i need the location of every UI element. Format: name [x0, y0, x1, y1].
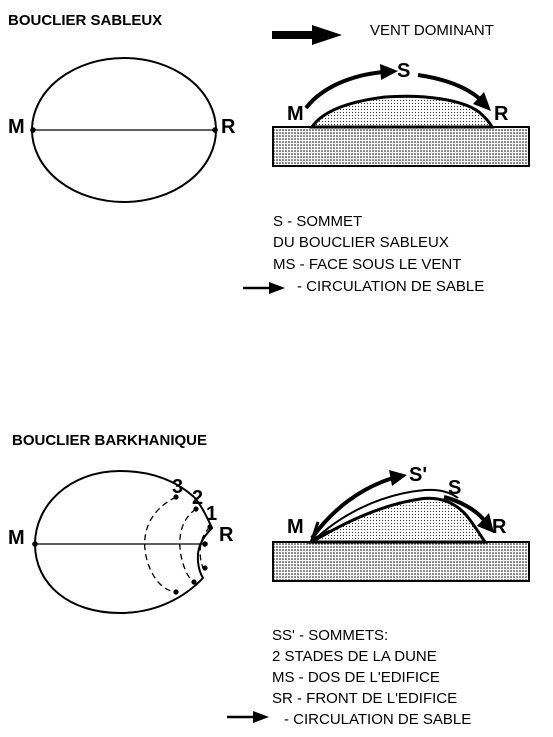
top-sand-arrow-right	[417, 73, 482, 101]
wind-label: VENT DOMINANT	[370, 22, 494, 39]
bottom-legend-line: - CIRCULATION DE SABLE	[284, 711, 472, 728]
top-plan-label-r: R	[221, 116, 236, 138]
bottom-dune-earlier-profile	[311, 488, 459, 543]
stage-2-line	[179, 508, 197, 583]
stage-3-line	[144, 496, 177, 593]
bottom-profile-label-r: R	[492, 516, 507, 538]
stage-point	[191, 579, 197, 585]
stage-point	[173, 494, 179, 500]
bottom-legend-line: SR - FRONT DE L'EDIFICE	[272, 690, 458, 707]
top-profile-label-s: S	[397, 60, 411, 82]
bottom-legend-line: SS' - SOMMETS:	[272, 627, 389, 644]
top-dune-profile	[309, 94, 495, 129]
bottom-plan-point-r	[202, 541, 208, 547]
bottom-sand-arrow-right	[443, 495, 486, 522]
stage-point	[173, 589, 179, 595]
stage-point	[193, 506, 199, 512]
stage-label-3: 3	[172, 476, 184, 498]
top-legend-line: MS - FACE SOUS LE VENT	[273, 256, 462, 273]
bottom-plan-outline	[33, 469, 214, 615]
bottom-profile	[272, 470, 530, 582]
wind-arrow	[272, 25, 342, 45]
bottom-sand-arrow-left	[310, 476, 394, 540]
bottom-legend-line: MS - DOS DE L'EDIFICE	[272, 669, 440, 686]
top-profile-label-r: R	[494, 103, 509, 125]
bottom-legend-arrow	[227, 711, 269, 723]
top-title: BOUCLIER SABLEUX	[8, 12, 163, 29]
bottom-ground-block	[272, 541, 530, 582]
top-legend-line: S - SOMMET	[273, 213, 363, 230]
top-plan-point-r	[212, 127, 218, 133]
bottom-profile-label-s-prime: S'	[409, 464, 428, 486]
top-profile	[272, 64, 530, 167]
stage-point	[207, 524, 213, 530]
bottom-profile-label-s: S	[448, 477, 462, 499]
bottom-plan-point-m	[32, 541, 38, 547]
bottom-plan-view	[32, 469, 214, 615]
top-legend-line: - CIRCULATION DE SABLE	[297, 278, 485, 295]
stage-label-1: 1	[206, 503, 218, 525]
stage-1-line	[199, 526, 211, 569]
top-plan-point-m	[30, 127, 36, 133]
bottom-plan-label-m: M	[8, 527, 25, 549]
top-sand-arrow-left	[304, 70, 384, 110]
bottom-plan-label-r: R	[219, 524, 234, 546]
bottom-dune-profile	[306, 496, 488, 544]
bottom-m-arrow	[309, 521, 331, 543]
top-legend-line: DU BOUCLIER SABLEUX	[273, 234, 449, 251]
stage-point	[202, 565, 208, 571]
top-plan-view	[30, 57, 218, 203]
stage-label-2: 2	[192, 487, 204, 509]
top-legend-arrow	[243, 282, 285, 294]
top-plan-label-m: M	[8, 116, 25, 138]
bottom-legend-line: 2 STADES DE LA DUNE	[272, 648, 437, 665]
top-profile-label-m: M	[287, 103, 304, 125]
bottom-profile-label-m: M	[287, 516, 304, 538]
top-ground-block	[272, 126, 530, 167]
bottom-title: BOUCLIER BARKHANIQUE	[12, 432, 207, 449]
